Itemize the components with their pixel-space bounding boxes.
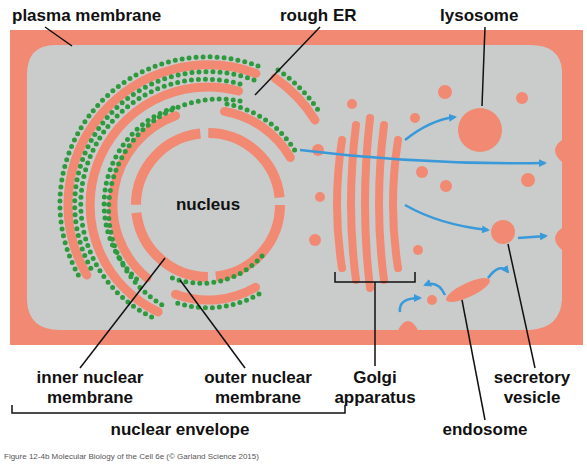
part-label: inner nuclear membrane [10,368,170,408]
ribosome-row [60,57,258,278]
vesicle [410,113,420,123]
vesicle [315,192,325,202]
vesicle [438,85,452,99]
vesicle [427,295,437,305]
cytoplasm [27,45,562,330]
er-cisterna [68,65,256,275]
golgi-stack [337,118,398,288]
transport-arrow [488,268,508,278]
vesicle [312,144,324,156]
er-cisterna [113,116,176,278]
golgi-cisterna [337,140,342,268]
leaders [12,27,535,420]
lysosome [458,108,502,152]
transport-arrow [300,150,545,163]
vesicle [413,245,423,255]
ribosome-row [278,70,320,113]
transport-arrow [425,284,445,295]
part-label: plasma membrane [12,6,192,26]
nuclear-envelope [136,133,280,277]
transport-arrow [405,205,488,230]
golgi-cisterna [379,125,384,280]
part-label: nuclear envelope [60,420,300,440]
golgi-cisterna [365,118,370,288]
part-label: outer nuclear membrane [178,368,338,408]
ribosomes [60,57,320,318]
part-label: lysosome [440,6,540,26]
vesicle [347,99,357,109]
vesicle [521,173,535,187]
ribosome-row [227,104,297,154]
organelle-region: nucleus [148,192,268,218]
secretory-vesicle [491,220,515,244]
bracket [335,272,415,366]
part-label: Golgi apparatus [330,368,420,408]
plasma-membrane-band [10,30,583,345]
part-label: endosome [430,420,540,440]
leader-line [45,27,72,46]
ribosome-row [81,79,240,318]
transport-arrow [518,236,546,238]
vesicle [440,180,452,192]
endosome [443,274,492,307]
leader-line [180,280,245,368]
transport-arrow [400,298,420,312]
part-label: secretory vesicle [478,368,586,408]
golgi-cisterna [351,125,356,280]
ribosomes [170,256,262,283]
ribosome-row [109,99,240,305]
transport-arrow [405,117,455,140]
vesicle [309,234,321,246]
organelle-name: nucleus [176,195,240,215]
vesicle [416,166,428,178]
leader-line [482,27,485,106]
leader-line [462,300,485,420]
vesicle [516,92,528,104]
vesicles [309,85,535,306]
leader-line [255,27,320,95]
part-label: rough ER [280,6,380,26]
leader-line [80,258,165,368]
leader-line [508,244,535,368]
ribosome-row [174,294,259,308]
figure-caption: Figure 12-4b Molecular Biology of the Ce… [4,452,259,462]
